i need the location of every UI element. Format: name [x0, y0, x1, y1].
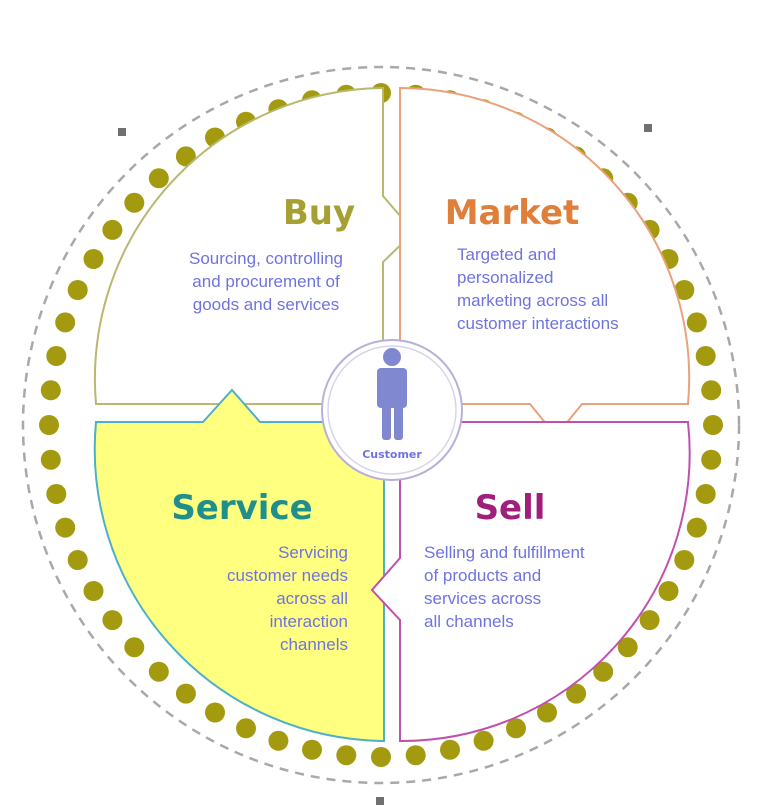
customer-hub	[321, 339, 463, 481]
buy-description-line: goods and services	[193, 295, 339, 314]
ring-dot	[686, 517, 707, 538]
ring-dot	[537, 702, 557, 723]
ring-dot	[102, 219, 123, 240]
ring-dot	[46, 484, 67, 504]
ring-dot	[473, 730, 494, 751]
market-description-line: personalized	[457, 268, 553, 287]
ring-dot	[593, 661, 614, 682]
ring-dot	[639, 610, 660, 631]
sell-description-line: all channels	[424, 612, 514, 631]
service-description-line: across all	[276, 589, 348, 608]
ring-dot	[124, 192, 145, 213]
ring-dot	[236, 718, 256, 739]
ring-dot	[175, 146, 196, 167]
ring-dot	[55, 312, 76, 333]
ring-dot	[617, 637, 638, 658]
ring-dot	[148, 168, 169, 189]
ring-dot	[440, 739, 460, 760]
ring-dot	[67, 550, 88, 570]
ring-handle-top-left	[118, 128, 126, 136]
ring-dot	[336, 745, 357, 766]
ring-dot	[40, 449, 61, 470]
ring-dot	[67, 280, 88, 300]
quadrant-market	[399, 86, 691, 438]
market-title: Market	[445, 193, 580, 233]
ring-dot	[703, 415, 723, 435]
outer-dashed-ring	[21, 65, 741, 785]
sell-description-line: of products and	[424, 566, 541, 585]
service-description-line: customer needs	[227, 566, 348, 585]
customer-person-icon	[377, 348, 407, 440]
ring-dot	[674, 280, 695, 300]
market-description-line: marketing across all	[457, 291, 608, 310]
ring-dot	[39, 415, 59, 435]
market-description-line: customer interactions	[457, 314, 619, 333]
ring-dot	[46, 346, 67, 366]
ring-dot	[175, 683, 196, 704]
market-description-line: Targeted and	[457, 245, 556, 264]
quadrant-service	[93, 388, 385, 743]
buy-title: Buy	[283, 193, 355, 233]
ring-dot	[302, 739, 322, 760]
ring-dot	[566, 683, 587, 704]
ring-dot	[371, 747, 391, 767]
ring-dot	[124, 637, 145, 658]
service-description-line: channels	[280, 635, 348, 654]
ring-dot	[695, 484, 716, 504]
ring-dot	[506, 718, 526, 739]
quadrant-buy	[93, 86, 416, 405]
ring-dot	[686, 312, 707, 333]
sell-description-line: Selling and fulfillment	[424, 543, 585, 562]
service-description: Servicing customer needs across all interac…	[227, 543, 348, 654]
ring-dot	[405, 745, 426, 766]
ring-dot	[40, 380, 61, 401]
ring-dot	[268, 730, 289, 751]
ring-dot	[658, 581, 679, 601]
ring-dot	[701, 449, 722, 470]
ring-dot	[148, 661, 169, 682]
service-description-line: interaction	[270, 612, 348, 631]
ring-dot	[83, 249, 104, 269]
ring-dot	[701, 380, 722, 401]
buy-description: Sourcing, controlling and procurement of g…	[189, 249, 343, 314]
sell-description: Selling and fulfillment of products and se…	[424, 543, 585, 631]
customer-hub-inner-ring	[327, 345, 457, 475]
ring-dot	[55, 517, 76, 538]
sell-description-line: services across	[424, 589, 541, 608]
ring-dot	[205, 702, 225, 723]
service-description-line: Servicing	[278, 543, 348, 562]
sell-title: Sell	[475, 488, 546, 528]
ring-dot	[674, 550, 695, 570]
ring-dot	[83, 581, 104, 601]
market-description: Targeted and personalized marketing across…	[457, 245, 619, 333]
ring-dot	[695, 346, 716, 366]
ring-dot	[102, 610, 123, 631]
buy-description-line: Sourcing, controlling	[189, 249, 343, 268]
buy-description-line: and procurement of	[192, 272, 340, 291]
ring-handle-bottom	[376, 797, 384, 805]
service-title: Service	[171, 488, 312, 528]
ring-handle-top-right	[644, 124, 652, 132]
quadrant-sell	[370, 421, 691, 743]
customer-label: Customer	[362, 448, 422, 461]
